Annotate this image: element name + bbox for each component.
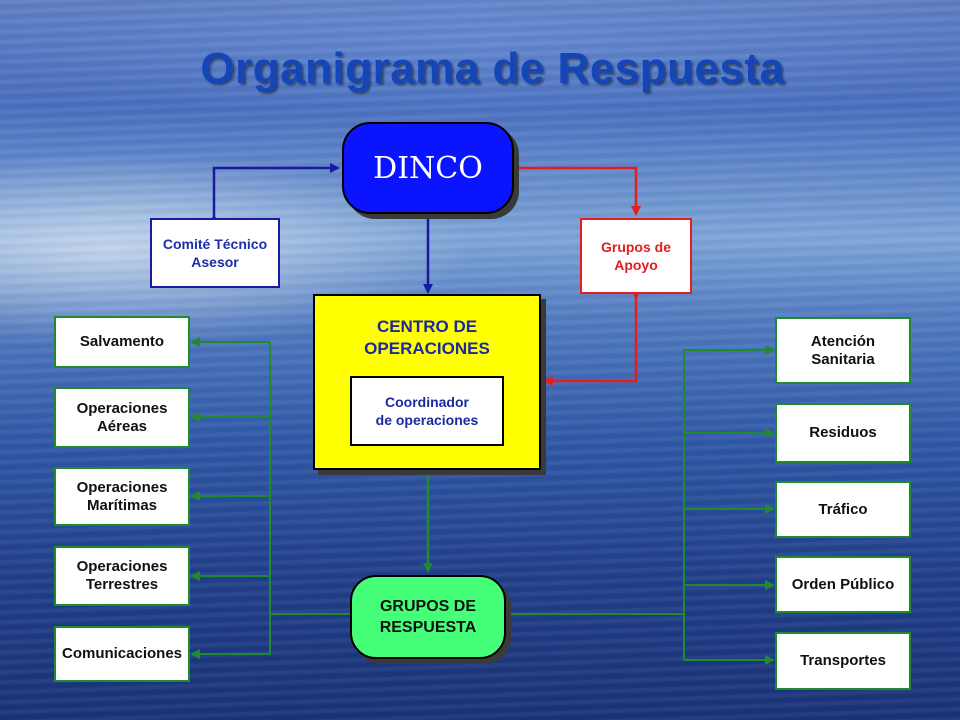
right-group-residuos: Residuos [775, 403, 911, 463]
dinco-node: DINCO [342, 122, 514, 214]
page-title: Organigrama de Respuesta [200, 44, 785, 93]
link-dinco-comite [209, 163, 340, 224]
right-group-transportes: Transportes [775, 632, 911, 690]
link-dinco-apoyo [510, 163, 641, 216]
grupos-apoyo-node: Grupos de Apoyo [580, 218, 692, 294]
left-group-salvamento: Salvamento [54, 316, 190, 368]
left-group-operaciones-terrestres: Operaciones Terrestres [54, 546, 190, 606]
grupos-respuesta-node: GRUPOS DE RESPUESTA [350, 575, 506, 659]
left-group-comunicaciones: Comunicaciones [54, 626, 190, 682]
right-group-trafico: Tráfico [775, 481, 911, 538]
comite-tecnico-node: Comité Técnico Asesor [150, 218, 280, 288]
coordinador-node: Coordinador de operaciones [350, 376, 504, 446]
right-group-atencion-sanitaria: Atención Sanitaria [775, 317, 911, 384]
left-group-operaciones-aereas: Operaciones Aéreas [54, 387, 190, 448]
left-group-operaciones-maritimas: Operaciones Marítimas [54, 467, 190, 526]
centro-operaciones-label: CENTRO DE OPERACIONES [364, 317, 490, 358]
link-left-comunicaciones [190, 614, 271, 659]
link-apoyo-centro [543, 290, 641, 386]
link-right-trunk [508, 350, 685, 660]
right-group-orden-publico: Orden Público [775, 556, 911, 613]
